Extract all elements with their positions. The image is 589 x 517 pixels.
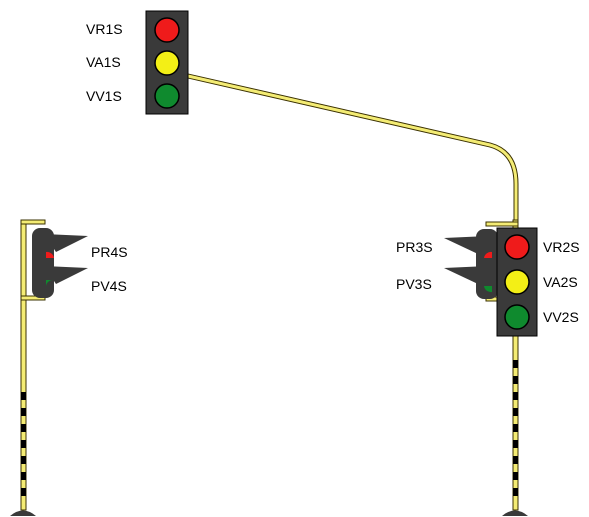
left-green-visor	[44, 266, 88, 284]
right-main-green-label: VV2S	[543, 309, 579, 325]
right-main-green-lamp	[504, 304, 530, 330]
overhead-red-label: VR1S	[86, 21, 123, 37]
right-main-signal-head	[496, 227, 538, 337]
left-red-visor	[44, 234, 88, 252]
overhead-yellow-label: VA1S	[86, 54, 121, 70]
right-red-visor	[444, 236, 488, 254]
right-main-yellow-label: VA2S	[543, 274, 578, 290]
right-pedestrian-green-label: PV3S	[396, 276, 432, 292]
left-pedestrian-signal-head	[32, 228, 88, 298]
left-signal-pole	[10, 219, 46, 516]
left-pedestrian-red-lamp	[46, 251, 54, 258]
left-pedestrian-red-label: PR4S	[91, 244, 128, 260]
overhead-red-lamp	[154, 17, 180, 43]
right-green-visor	[444, 266, 488, 284]
right-pedestrian-red-lamp	[484, 251, 492, 258]
right-main-yellow-lamp	[504, 269, 530, 295]
right-main-red-lamp	[504, 234, 530, 260]
right-pedestrian-green-lamp	[484, 286, 492, 293]
overhead-green-label: VV1S	[86, 88, 122, 104]
overhead-green-lamp	[154, 83, 180, 109]
left-pedestrian-green-label: PV4S	[91, 278, 127, 294]
overhead-signal-head	[145, 10, 189, 115]
left-pedestrian-green-lamp	[46, 279, 54, 286]
right-signal-pole	[187, 73, 528, 516]
overhead-yellow-lamp	[154, 50, 180, 76]
right-pedestrian-signal-head	[444, 229, 498, 299]
right-main-red-label: VR2S	[543, 239, 580, 255]
right-pedestrian-red-label: PR3S	[396, 239, 433, 255]
